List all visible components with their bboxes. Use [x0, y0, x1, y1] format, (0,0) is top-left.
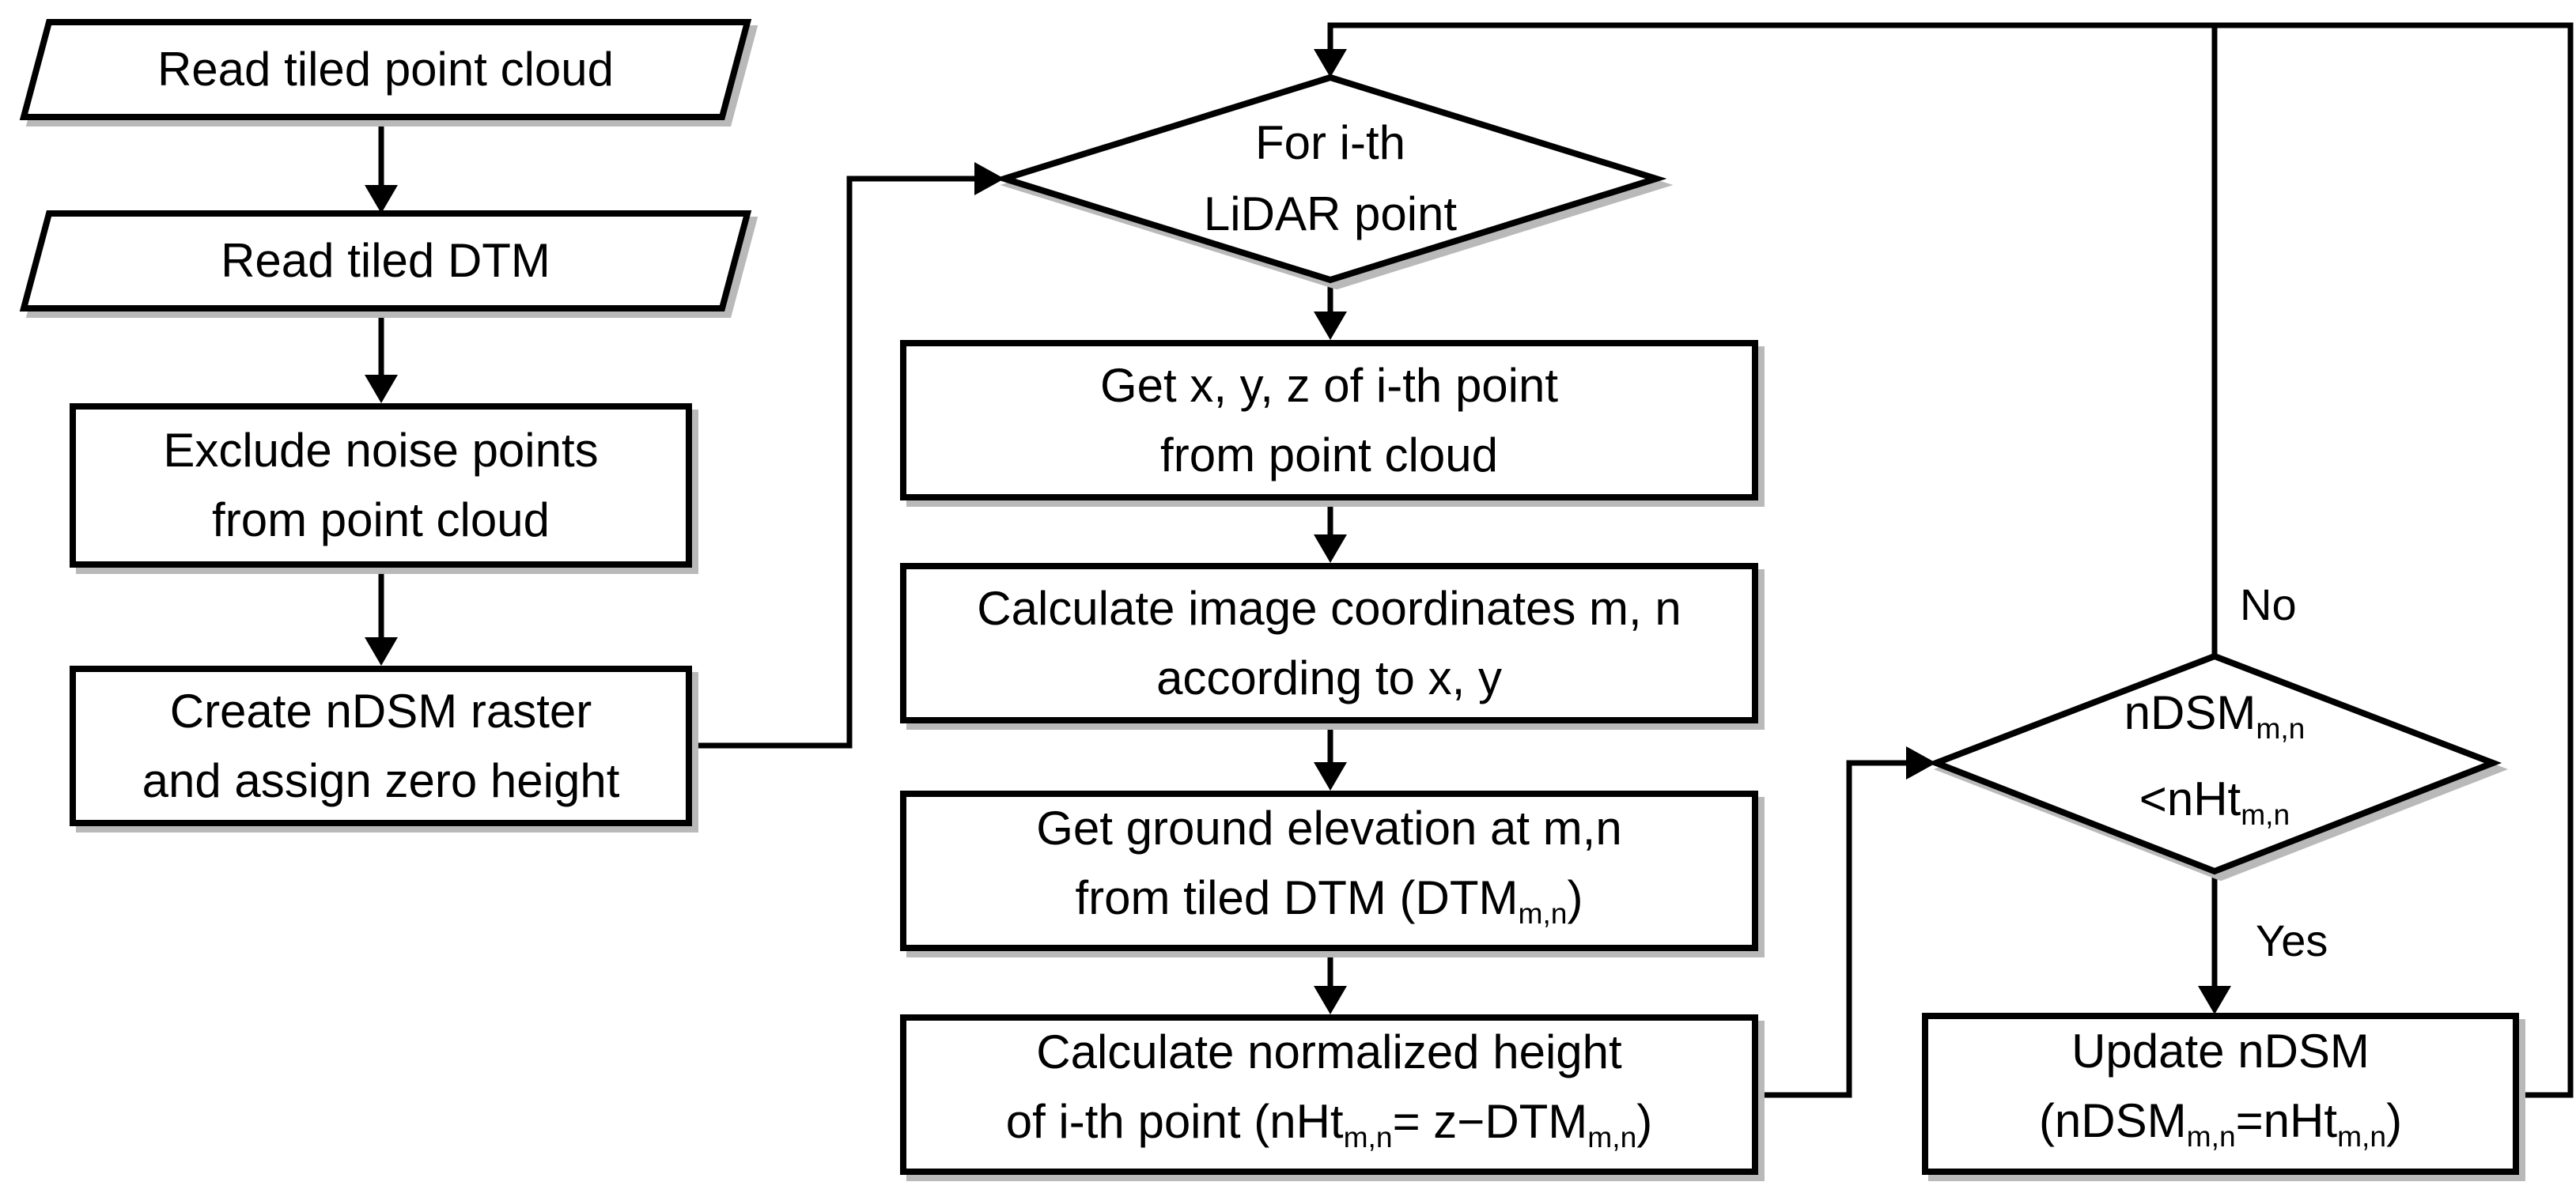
text-part: =nHt	[2235, 1094, 2338, 1148]
node-create-ndsm-line1: Create nDSM raster	[169, 684, 592, 738]
branch-label-yes: Yes	[2256, 916, 2328, 965]
edge-update-loopback	[1327, 22, 2574, 1098]
arrowhead-down-icon	[1314, 534, 1347, 563]
diamond-for-each-point	[993, 74, 1667, 284]
node-update-ndsm: Update nDSM (nDSMm,n=nHtm,n)	[1922, 1013, 2519, 1175]
node-calc-image-coords-line2: according to x, y	[1156, 651, 1502, 704]
branch-label-no: No	[2240, 580, 2297, 629]
diamond-compare	[1927, 652, 2502, 875]
subscript: m,n	[1587, 1120, 1637, 1154]
node-get-xyz-line2: from point cloud	[1160, 428, 1498, 481]
wires	[378, 22, 2574, 1098]
subscript: m,n	[1518, 896, 1568, 930]
subscript: m,n	[2186, 1119, 2236, 1153]
arrowhead-right-icon	[974, 162, 1004, 195]
parallelogram-read-dtm	[19, 210, 752, 312]
shapes	[19, 19, 2502, 875]
arrowhead-down-icon	[365, 185, 398, 213]
edge-normheight-to-compare	[1758, 760, 1908, 1098]
node-exclude-noise-line2: from point cloud	[212, 493, 550, 546]
node-exclude-noise-line1: Exclude noise points	[163, 424, 599, 477]
arrowhead-down-icon	[2198, 986, 2231, 1014]
arrowhead-down-icon	[1314, 986, 1347, 1014]
node-get-ground-elev-line2: from tiled DTM (DTMm,n)	[1076, 863, 1583, 948]
node-calc-image-coords: Calculate image coordinates m, n accordi…	[900, 563, 1758, 723]
subscript: m,n	[2337, 1119, 2387, 1153]
edge-create-to-loop	[692, 176, 976, 749]
node-calc-image-coords-line1: Calculate image coordinates m, n	[977, 581, 1681, 635]
node-update-ndsm-line1: Update nDSM	[2071, 1025, 2370, 1078]
node-get-xyz: Get x, y, z of i-th point from point clo…	[900, 340, 1758, 500]
arrowhead-down-icon	[1314, 312, 1347, 340]
text-part: (nDSM	[2038, 1094, 2187, 1148]
node-calc-norm-height: Calculate normalized height of i-th poin…	[900, 1014, 1758, 1175]
node-update-ndsm-line2: (nDSMm,n=nHtm,n)	[2039, 1086, 2402, 1171]
parallelogram-read-point-cloud	[19, 19, 752, 120]
arrowhead-down-icon	[365, 375, 398, 403]
node-create-ndsm: Create nDSM raster and assign zero heigh…	[70, 666, 692, 826]
text-part: )	[2386, 1094, 2403, 1148]
node-get-ground-elev-line1: Get ground elevation at m,n	[1036, 802, 1622, 855]
subscript: m,n	[1343, 1120, 1393, 1154]
text-part: = z−DTM	[1392, 1095, 1588, 1149]
text-part: )	[1567, 871, 1583, 925]
text-part: from tiled DTM (DTM	[1075, 871, 1519, 925]
arrowhead-right-icon	[1906, 746, 1936, 780]
node-get-ground-elev: Get ground elevation at m,n from tiled D…	[900, 791, 1758, 951]
arrowheads	[365, 49, 2231, 1014]
node-create-ndsm-line2: and assign zero height	[142, 753, 620, 807]
node-calc-norm-height-line2: of i-th point (nHtm,n= z−DTMm,n)	[1006, 1087, 1653, 1172]
text-part: )	[1636, 1095, 1653, 1149]
arrowhead-down-icon	[1314, 49, 1347, 77]
text-part: of i-th point (nHt	[1005, 1095, 1344, 1149]
arrowhead-down-icon	[365, 637, 398, 666]
arrowhead-down-icon	[1314, 762, 1347, 791]
node-calc-norm-height-line1: Calculate normalized height	[1036, 1025, 1622, 1079]
node-get-xyz-line1: Get x, y, z of i-th point	[1099, 358, 1559, 412]
node-exclude-noise: Exclude noise points from point cloud	[70, 403, 692, 568]
